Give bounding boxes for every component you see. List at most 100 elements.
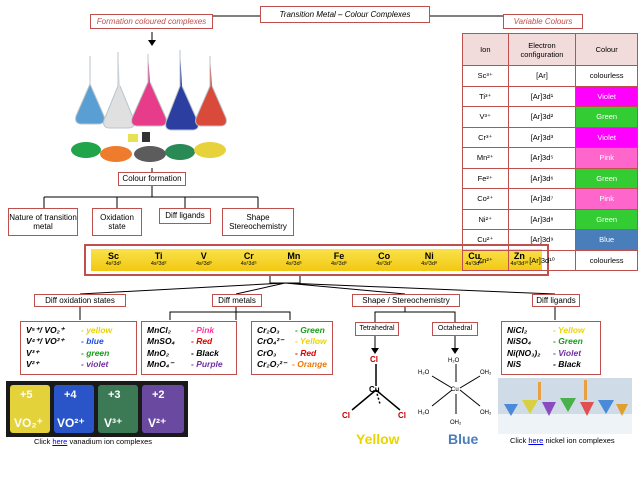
oh2-right-top: OH₂ — [480, 370, 492, 376]
config-cell: [Ar]3d³ — [507, 126, 577, 148]
config-cell: [Ar] — [507, 65, 577, 87]
cl-top: Cl — [370, 355, 378, 364]
ion-colour: - Violet — [553, 347, 582, 358]
list-item: NiSO₄ - Green — [507, 336, 595, 347]
ion-colour: - Orange — [292, 359, 327, 370]
ion-colour: - Black — [191, 347, 219, 358]
list-item: Cr₂O₃- Green — [257, 325, 327, 336]
list-item: V⁵⁺/ VO₂⁺- yellow — [26, 325, 131, 336]
octahedral-structure: H₂O Cu H₂O OH₂ H₂O OH₂ OH₂ — [418, 358, 492, 426]
formation-label: Formation coloured complexes — [90, 14, 213, 29]
config-cell: [Ar]3d¹ — [507, 85, 577, 107]
ion-formula: V⁴⁺/ VO²⁺ — [26, 336, 65, 347]
config-cell: [Ar]3d⁷ — [507, 188, 577, 210]
ion-cell: Cu²⁺ — [462, 229, 509, 251]
header-config: Electron configuration — [507, 33, 577, 66]
ion-colour: - yellow — [81, 325, 113, 335]
element-config: 4s²3d⁷ — [376, 260, 392, 267]
config-cell: [Ar]3d⁹ — [507, 229, 577, 251]
ion-cell: Ti³⁺ — [462, 85, 509, 107]
colour-cell: Violet — [575, 85, 638, 107]
h2o-left-bottom: H₂O — [418, 410, 430, 416]
cl-left: Cl — [342, 411, 350, 420]
element-symbol: Mn — [287, 251, 301, 262]
element-symbol: V — [200, 251, 207, 262]
element-symbol: Ni — [424, 251, 434, 262]
ion-formula: CrO₃ — [257, 347, 277, 358]
cause-nature-metal: Nature of transition metal — [8, 208, 78, 236]
ion-cell: Mn²⁺ — [462, 147, 509, 169]
ion-cell: Ni²⁺ — [462, 208, 509, 230]
ion-colour: - Green — [295, 325, 325, 335]
caption-click-2: Click — [510, 436, 527, 445]
config-cell: [Ar]3d⁸ — [507, 208, 577, 230]
table-row: Sc³⁺[Ar]colourless — [462, 65, 638, 87]
vanadium-ion-vo2plus2: VO²⁺ — [57, 416, 85, 430]
ion-colour: - Black — [553, 359, 581, 370]
cl-right: Cl — [398, 411, 406, 420]
nickel-link[interactable]: here — [528, 436, 544, 445]
ion-cell: Co²⁺ — [462, 188, 509, 210]
blue-word: Blue — [448, 431, 479, 447]
ion-colour: - Pink — [191, 325, 215, 335]
list-item: V²⁺- violet — [26, 359, 131, 370]
list-item: MnO₄⁻- Purple — [147, 359, 231, 370]
element-symbol: Sc — [108, 251, 120, 262]
ion-formula: NiCl₂ — [507, 325, 528, 335]
caption-nickel-text: nickel ion complexes — [545, 436, 615, 445]
config-cell: [Ar]3d⁶ — [507, 167, 577, 189]
category-oxidation-states: Diff oxidation states — [34, 294, 126, 307]
ion-formula: MnSO₄ — [147, 336, 175, 347]
ion-colour: - Green — [553, 336, 583, 347]
oh2-right-bottom: OH₂ — [480, 410, 492, 416]
vanadium-ion-v2: V²⁺ — [148, 416, 166, 430]
colour-cell: Violet — [575, 126, 638, 148]
element-config: 4s²3d⁸ — [421, 260, 438, 267]
element-config: 4s²3d¹ — [105, 260, 122, 267]
ion-colour: - violet — [81, 359, 109, 370]
vanadium-label-5: +5 — [20, 389, 33, 401]
list-item: MnCl₂- Pink — [147, 325, 231, 336]
vanadium-link[interactable]: here — [52, 437, 68, 446]
colour-cell: Green — [575, 208, 638, 230]
nickel-photo — [498, 378, 632, 434]
list-item: MnO₂- Black — [147, 348, 231, 359]
list-item: V⁴⁺/ VO²⁺ - blue — [26, 336, 131, 347]
vanadium-ion-vo2plus: VO₂⁺ — [14, 416, 43, 430]
header-ion: Ion — [462, 33, 509, 66]
ion-formula: NiS — [507, 359, 522, 370]
ion-cell: Cr³⁺ — [462, 126, 509, 148]
ion-cell: Fe²⁺ — [462, 167, 509, 189]
vanadium-photo: +5 +4 +3 +2 VO₂⁺ VO²⁺ V³⁺ V²⁺ — [6, 381, 188, 437]
variable-colours-label: Variable Colours — [503, 14, 583, 29]
cu-center: Cu — [369, 385, 380, 394]
colour-formation-box: Colour formation — [118, 172, 186, 186]
ion-formula: NiSO₄ — [507, 336, 532, 347]
ion-colour: - Yellow — [295, 336, 327, 347]
ion-colour: - blue — [81, 336, 104, 347]
list-item: NiS - Black — [507, 359, 595, 370]
ion-colour: - Purple — [191, 359, 223, 370]
list-item: CrO₃- Red — [257, 348, 327, 359]
config-cell: [Ar]3d⁵ — [507, 147, 577, 169]
element-config: 4s²3d⁶ — [331, 260, 348, 267]
